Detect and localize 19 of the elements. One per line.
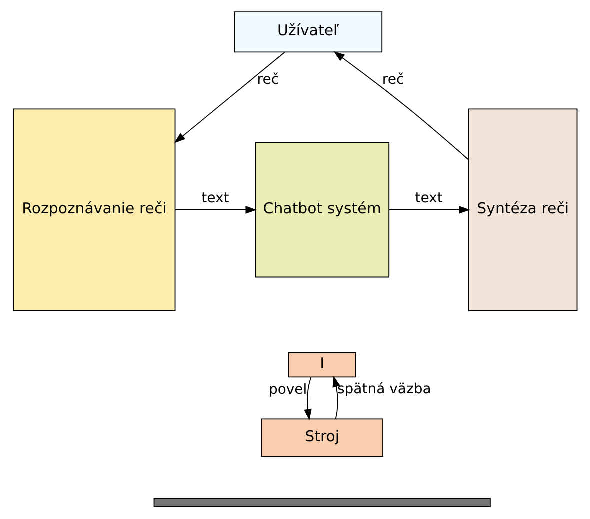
edge-label: povel bbox=[268, 382, 307, 398]
node-box: Užívateľ bbox=[234, 12, 382, 53]
edge-label: spätná väzba bbox=[336, 382, 431, 398]
arrow bbox=[388, 206, 470, 214]
arrow bbox=[333, 51, 469, 160]
node-box: Syntéza reči bbox=[468, 108, 578, 312]
arrow bbox=[332, 376, 340, 420]
node-box: I bbox=[288, 352, 356, 378]
arrow bbox=[174, 206, 256, 214]
edge-label: text bbox=[414, 190, 442, 207]
edge-label: reč bbox=[256, 72, 279, 88]
edge-label: text bbox=[201, 190, 229, 207]
arrow bbox=[174, 52, 286, 144]
edge-label: reč bbox=[382, 72, 404, 88]
node-box: Rozpoznávanie reči bbox=[12, 108, 176, 312]
node-box: Stroj bbox=[260, 418, 383, 457]
node-bar bbox=[153, 498, 490, 508]
arrow bbox=[304, 376, 312, 421]
node-box: Chatbot systém bbox=[254, 142, 390, 278]
